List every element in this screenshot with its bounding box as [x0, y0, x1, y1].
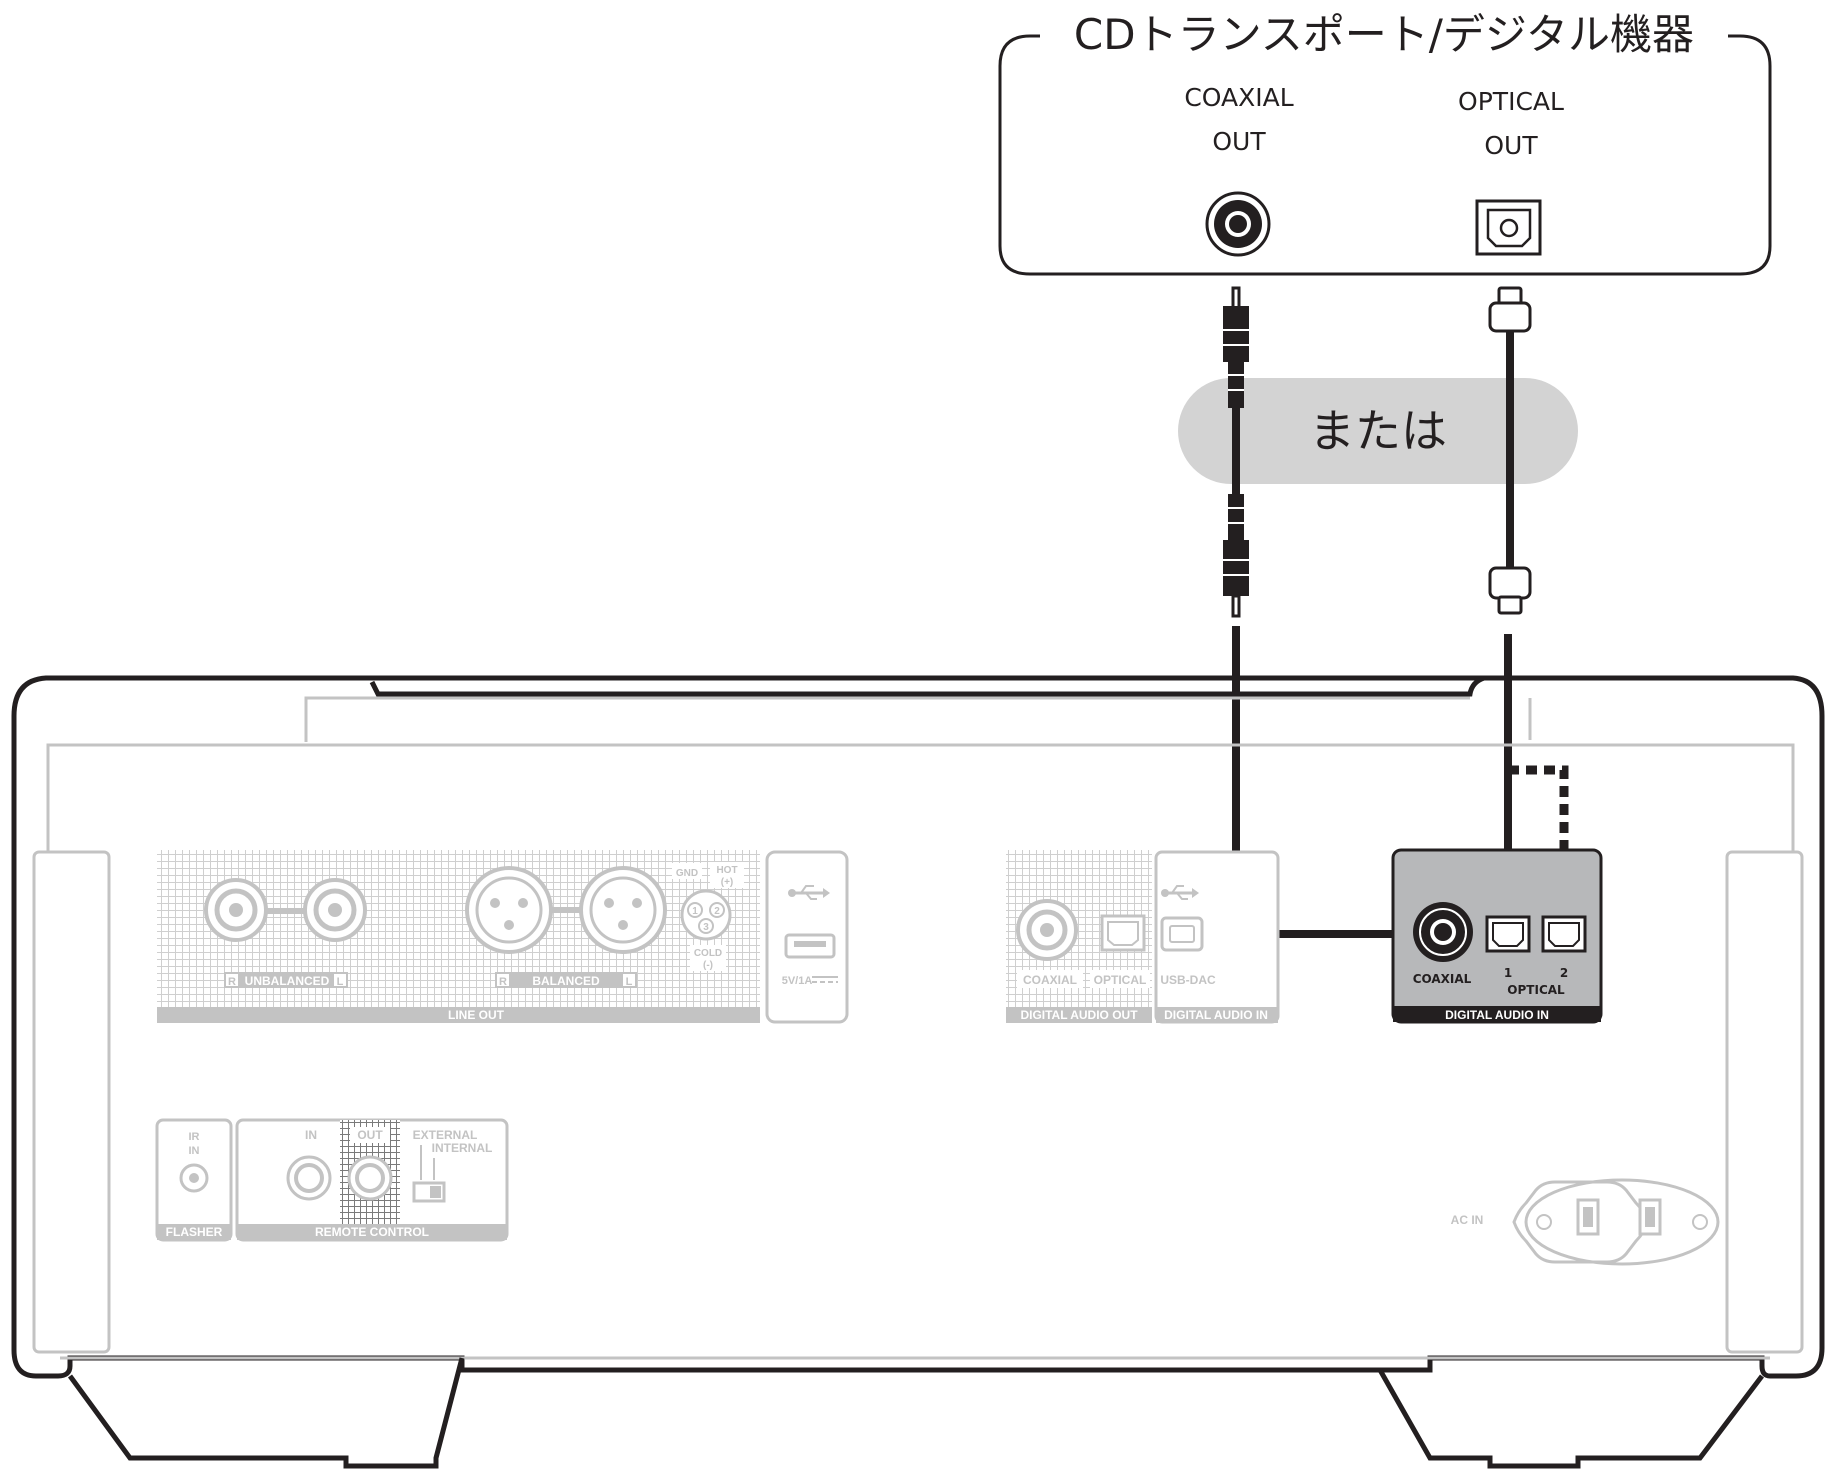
balanced-l-label: L: [626, 976, 633, 988]
or-label: または: [1309, 404, 1447, 458]
pin1-label: 1: [692, 906, 698, 917]
remote-external-label: EXTERNAL: [413, 1128, 478, 1142]
digital-in-optical-1-jack-icon: [1485, 915, 1531, 953]
unbalanced-r-jack-icon: [204, 878, 268, 942]
unbalanced-l-jack-icon: [303, 878, 367, 942]
flasher-in-label: IN: [189, 1145, 200, 1157]
remote-in-label: IN: [305, 1128, 317, 1142]
coaxial-out-label-2: OUT: [1212, 127, 1266, 156]
usb-dac-icon: [1161, 885, 1199, 900]
source-device: CDトランスポート/デジタル機器 COAXIAL OUT OPTICAL OUT: [998, 10, 1772, 276]
line-out-section: LINE OUT R UNBALANCED L: [157, 850, 760, 1023]
coaxial-out-jack-icon: [1205, 191, 1271, 257]
usb-5v-label: 5V/1A: [782, 975, 813, 987]
ac-in-label: AC IN: [1451, 1213, 1484, 1227]
remote-control-label: REMOTE CONTROL: [315, 1225, 429, 1239]
usb-a-section: 5V/1A: [765, 850, 849, 1024]
digital-audio-out-label: DIGITAL AUDIO OUT: [1020, 1008, 1138, 1022]
xlr-pin-diagram: GND HOT (+) 1 2 3 COLD (-): [672, 862, 744, 971]
balanced-l-xlr-icon: [579, 866, 667, 954]
cold-sign-label: (-): [703, 960, 713, 971]
optical-out-label-1: OPTICAL: [1458, 87, 1564, 116]
digital-in-optical-1-label: 1: [1504, 966, 1512, 980]
flasher-jack-icon: [179, 1163, 209, 1193]
remote-out-label: OUT: [357, 1128, 383, 1142]
optical-out-label-2: OUT: [1484, 131, 1538, 160]
flasher-section: FLASHER IR IN: [155, 1118, 233, 1242]
usb-b-port-icon: [1160, 916, 1204, 952]
unbalanced-label: UNBALANCED: [245, 974, 330, 988]
unbalanced-r-label: R: [228, 976, 236, 988]
digital-in-coaxial-jack-icon: [1413, 902, 1473, 962]
usb-dac-section: DIGITAL AUDIO IN USB-DAC: [1154, 850, 1280, 1024]
digital-out-optical-jack-icon: [1100, 914, 1146, 952]
digital-in-coaxial-label: COAXIAL: [1413, 972, 1472, 986]
optical-out-jack-icon: [1475, 199, 1542, 256]
digital-audio-in-usb-label: DIGITAL AUDIO IN: [1164, 1008, 1268, 1022]
line-out-label: LINE OUT: [448, 1008, 505, 1022]
external-internal-switch-icon: [412, 1181, 446, 1203]
usb-icon: [788, 885, 830, 900]
gnd-label: GND: [676, 868, 698, 879]
ac-inlet-icon: [1512, 1178, 1720, 1266]
flasher-label: FLASHER: [166, 1225, 223, 1239]
digital-in-optical-2-jack-icon: [1541, 915, 1587, 953]
digital-out-optical-label: OPTICAL: [1094, 973, 1147, 987]
unbalanced-l-label: L: [337, 976, 344, 988]
rear-panel: [11, 675, 1825, 1469]
digital-audio-in-section: DIGITAL AUDIO IN COAXIAL 1 2 OPTICAL: [1391, 848, 1603, 1024]
pin2-label: 2: [714, 906, 720, 917]
balanced-r-xlr-icon: [465, 866, 553, 954]
coaxial-out-label-1: COAXIAL: [1184, 83, 1293, 112]
remote-out-jack-icon: [347, 1155, 393, 1201]
cold-label: COLD: [694, 948, 722, 959]
digital-in-optical-label: OPTICAL: [1507, 983, 1565, 997]
digital-out-coaxial-label: COAXIAL: [1023, 973, 1077, 987]
hot-sign-label: (+): [721, 877, 734, 888]
hot-label: HOT: [716, 865, 737, 876]
or-bubble: または: [1178, 378, 1578, 484]
ac-in-section: AC IN: [1451, 1178, 1720, 1266]
source-device-title: CDトランスポート/デジタル機器: [1074, 10, 1694, 59]
usb-dac-label: USB-DAC: [1160, 973, 1216, 987]
flasher-ir-label: IR: [189, 1131, 200, 1143]
optical-cable: [1488, 286, 1569, 922]
remote-in-jack-icon: [286, 1155, 332, 1201]
digital-audio-in-label: DIGITAL AUDIO IN: [1445, 1008, 1549, 1022]
pin3-label: 3: [703, 922, 709, 933]
remote-control-section: REMOTE CONTROL IN OUT EXTERNAL INTERNAL: [235, 1118, 509, 1242]
balanced-label: BALANCED: [532, 974, 600, 988]
balanced-r-label: R: [499, 976, 507, 988]
remote-internal-label: INTERNAL: [432, 1141, 493, 1155]
digital-out-coaxial-jack-icon: [1016, 899, 1078, 961]
digital-audio-out-section: DIGITAL AUDIO OUT COAXIAL OPTICAL: [1006, 850, 1152, 1023]
digital-in-optical-2-label: 2: [1560, 966, 1568, 980]
